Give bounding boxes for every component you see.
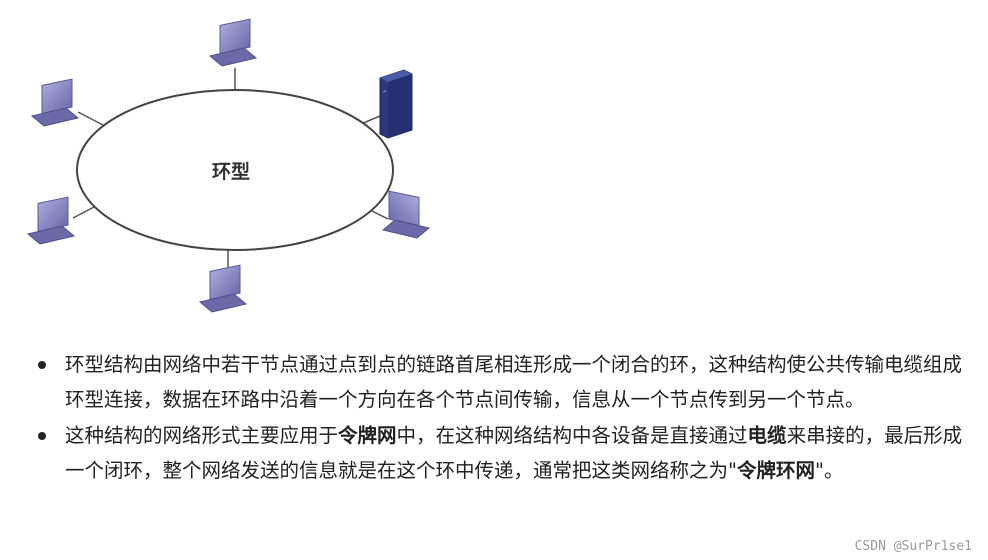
ring-topology-diagram: 环型 [26, 18, 431, 313]
laptop-icon-left-top [30, 78, 80, 127]
connector-line-left-top [77, 111, 104, 126]
laptop-icon-left-bottom [26, 196, 76, 245]
watermark: CSDN @SurPr1se1 [854, 539, 972, 554]
term-token-ring-network: 令牌环网 [736, 459, 815, 482]
bullet-text-2d: "。 [815, 459, 844, 482]
bullet-text-2a: 这种结构的网络形式主要应用于 [65, 424, 339, 447]
term-token-network: 令牌网 [338, 424, 397, 447]
ring-topology-figure: 环型 [18, 8, 448, 326]
connector-line-left-bottom [72, 206, 95, 219]
server-icon [379, 69, 413, 139]
bullet-text-1: 环型结构由网络中若干节点通过点到点的链路首尾相连形成一个闭合的环，这种结构使公共… [65, 353, 963, 411]
connector-line-right-bottom [371, 210, 389, 220]
ring-label: 环型 [212, 160, 250, 183]
ring-ellipse [76, 89, 394, 251]
laptop-icon-bottom [198, 264, 248, 313]
laptop-icon-right-bottom [381, 190, 431, 239]
bullet-text-2c: 来串接的，最后形成一个闭环，整个网络发送的信息就是在这个环中传递，通常把这类网络… [65, 424, 963, 482]
connector-line-server [360, 115, 381, 125]
term-cable: 电缆 [747, 424, 787, 447]
bullet-dot [38, 432, 46, 440]
laptop-icon-top [208, 18, 258, 67]
bullet-text-2b: 中，在这种网络结构中各设备是直接通过 [396, 424, 748, 447]
bullet-list: 环型结构由网络中若干节点通过点到点的链路首尾相连形成一个闭合的环，这种结构使公共… [30, 347, 965, 489]
bullet-item-ring-definition: 环型结构由网络中若干节点通过点到点的链路首尾相连形成一个闭合的环，这种结构使公共… [30, 347, 965, 417]
bullet-item-token-ring: 这种结构的网络形式主要应用于令牌网中，在这种网络结构中各设备是直接通过电缆来串接… [30, 418, 965, 488]
bullet-dot [38, 361, 46, 369]
